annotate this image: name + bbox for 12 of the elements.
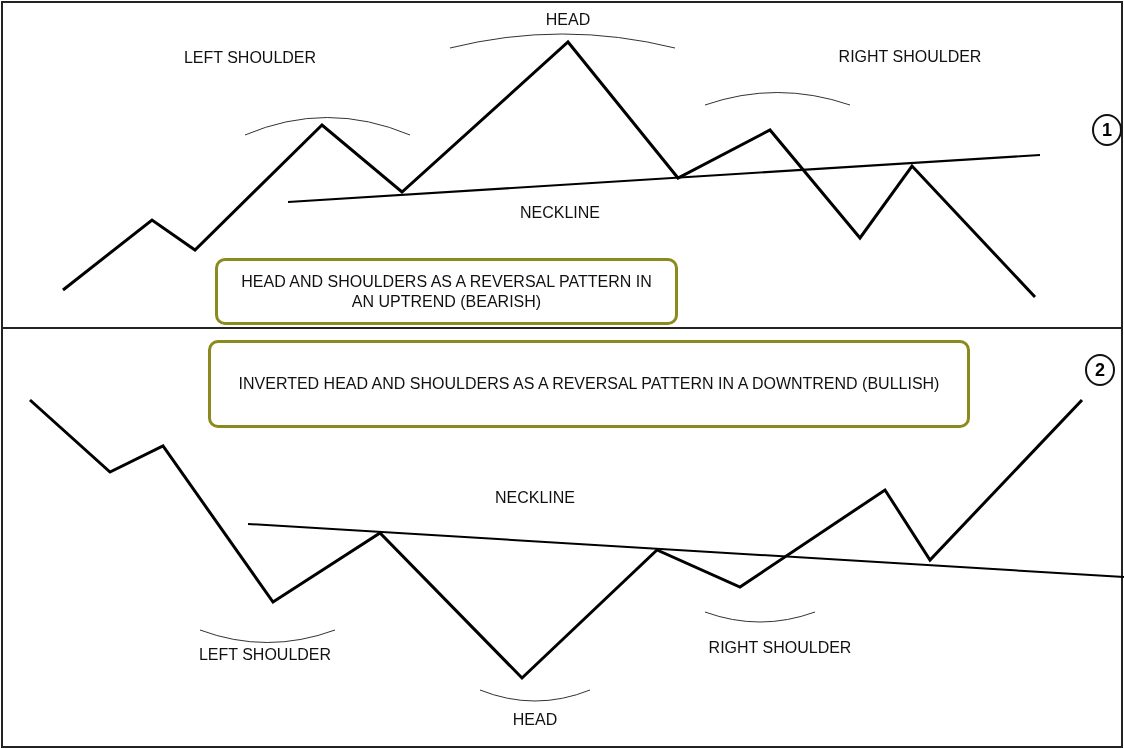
pattern-label: NECKLINE bbox=[495, 489, 575, 507]
number-circle: 2 bbox=[1085, 354, 1115, 386]
pattern-label: LEFT SHOULDER bbox=[198, 646, 332, 664]
caption-box: HEAD AND SHOULDERS AS A REVERSAL PATTERN IN AN UPTREND (BEARISH) bbox=[215, 258, 678, 325]
pattern-label: LEFT SHOULDER bbox=[183, 49, 317, 67]
pattern-label: NECKLINE bbox=[520, 204, 600, 222]
number-circle: 1 bbox=[1092, 114, 1122, 146]
pattern-label: HEAD bbox=[545, 11, 591, 29]
pattern-label: HEAD bbox=[512, 711, 558, 729]
pattern-label: RIGHT SHOULDER bbox=[708, 639, 852, 657]
pattern-label: RIGHT SHOULDER bbox=[838, 48, 982, 66]
caption-box: INVERTED HEAD AND SHOULDERS AS A REVERSAL PATTERN IN A DOWNTREND (BULLISH) bbox=[208, 340, 970, 428]
